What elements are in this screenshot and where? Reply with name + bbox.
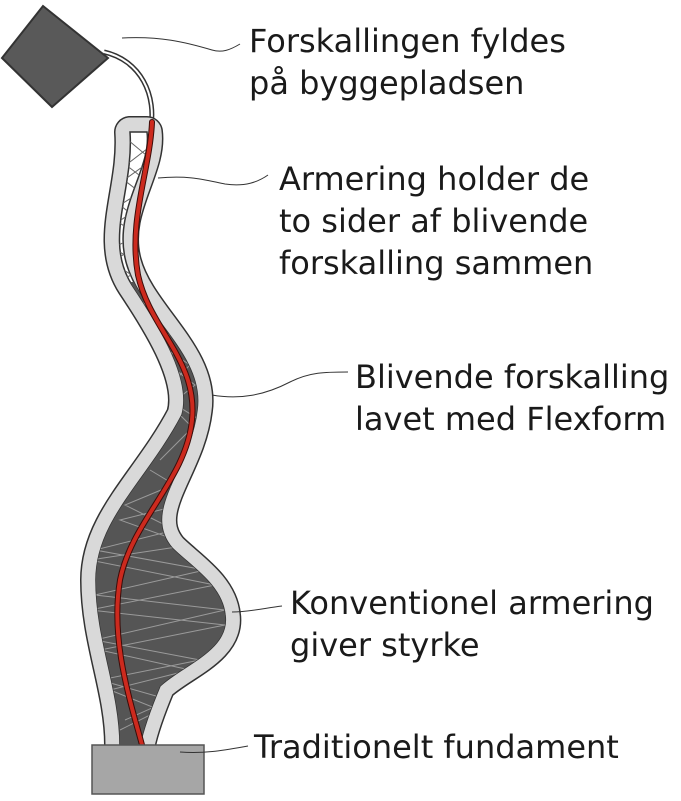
label-foundation-line1: Traditionelt fundament bbox=[254, 728, 619, 766]
leader-line-foundation bbox=[179, 745, 249, 754]
label-fill-line1: Forskallingen fyldes bbox=[249, 22, 566, 60]
label-permanent-form: Blivende forskalling lavet med Flexform bbox=[355, 356, 669, 440]
label-conventional-rebar-line1: Konventionel armering bbox=[290, 584, 654, 622]
label-rebar-hold: Armering holder de to sider af blivende … bbox=[279, 158, 593, 284]
leader-line-conventional-rebar bbox=[231, 605, 283, 613]
label-rebar-hold-line2: to sider af blivende bbox=[279, 202, 589, 240]
label-rebar-hold-line3: forskalling sammen bbox=[279, 244, 594, 282]
leader-line-permanent-form bbox=[211, 371, 349, 398]
leader-line-rebar-hold bbox=[157, 174, 269, 186]
rebar-fill bbox=[115, 120, 195, 747]
label-conventional-rebar: Konventionel armering giver styrke bbox=[290, 582, 654, 666]
leader-line-fill bbox=[121, 37, 241, 52]
label-fill: Forskallingen fyldes på byggepladsen bbox=[249, 20, 566, 104]
label-conventional-rebar-line2: giver styrke bbox=[290, 626, 480, 664]
label-foundation: Traditionelt fundament bbox=[254, 726, 619, 768]
leader-lines bbox=[121, 37, 349, 754]
label-rebar-hold-line1: Armering holder de bbox=[279, 160, 590, 198]
pouring-bucket-shape bbox=[0, 4, 110, 109]
foundation-block bbox=[91, 744, 205, 795]
label-permanent-form-line1: Blivende forskalling bbox=[355, 358, 670, 396]
label-fill-line2: på byggepladsen bbox=[249, 64, 525, 102]
label-permanent-form-line2: lavet med Flexform bbox=[355, 400, 667, 438]
